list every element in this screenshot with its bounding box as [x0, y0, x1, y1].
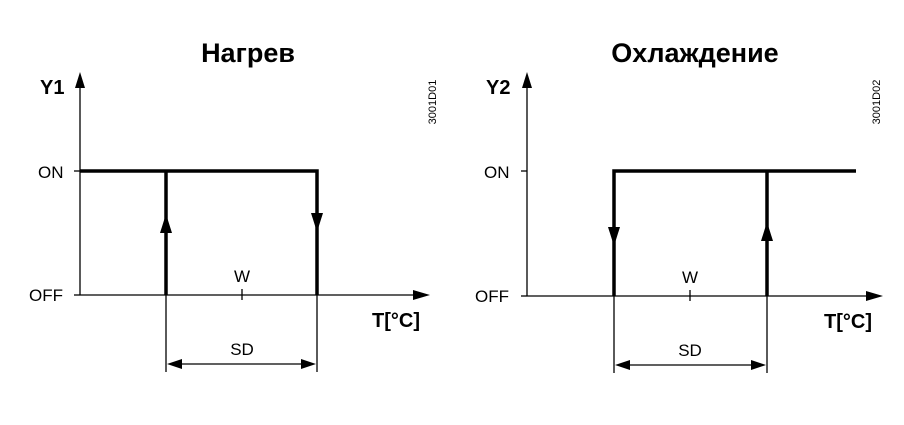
heating-on-line [80, 169, 319, 295]
cooling-off-label: OFF [475, 287, 509, 306]
cooling-x-axis-arrow [866, 291, 883, 301]
heating-sd-label: SD [230, 340, 254, 359]
cooling-w-label: W [682, 268, 698, 287]
cooling-sd-label: SD [678, 341, 702, 360]
cooling-title: Охлаждение [611, 38, 778, 68]
heating-sd-right-arrow [301, 359, 316, 369]
heating-title: Нагрев [201, 38, 295, 68]
heating-on-label: ON [38, 163, 64, 182]
cooling-on-line [612, 169, 856, 296]
heating-y-axis-arrow [75, 72, 85, 88]
heating-up-arrow [160, 214, 172, 233]
heating-x-label: T[°C] [372, 310, 420, 332]
heating-figure-code: 3001D01 [427, 80, 439, 125]
cooling-y-axis-arrow [522, 72, 532, 88]
cooling-on-label: ON [484, 163, 510, 182]
heating-down-arrow [311, 213, 323, 232]
heating-y-label: Y1 [40, 77, 64, 99]
heating-w-label: W [234, 267, 250, 286]
cooling-sd-right-arrow [751, 360, 766, 370]
heating-sd-left-arrow [167, 359, 182, 369]
cooling-down-arrow [608, 227, 620, 246]
cooling-y-label: Y2 [486, 77, 510, 99]
heating-off-label: OFF [29, 286, 63, 305]
heating-x-axis-arrow [413, 290, 430, 300]
cooling-x-label: T[°C] [824, 311, 872, 333]
cooling-figure-code: 3001D02 [871, 80, 883, 125]
cooling-up-arrow [761, 222, 773, 241]
cooling-diagram: Охлаждение 3001D02 Y2 ON OFF W SD T[°C] [475, 38, 883, 373]
heating-diagram: Нагрев 3001D01 Y1 ON OFF W SD T[°C] [29, 38, 439, 372]
cooling-sd-left-arrow [615, 360, 630, 370]
